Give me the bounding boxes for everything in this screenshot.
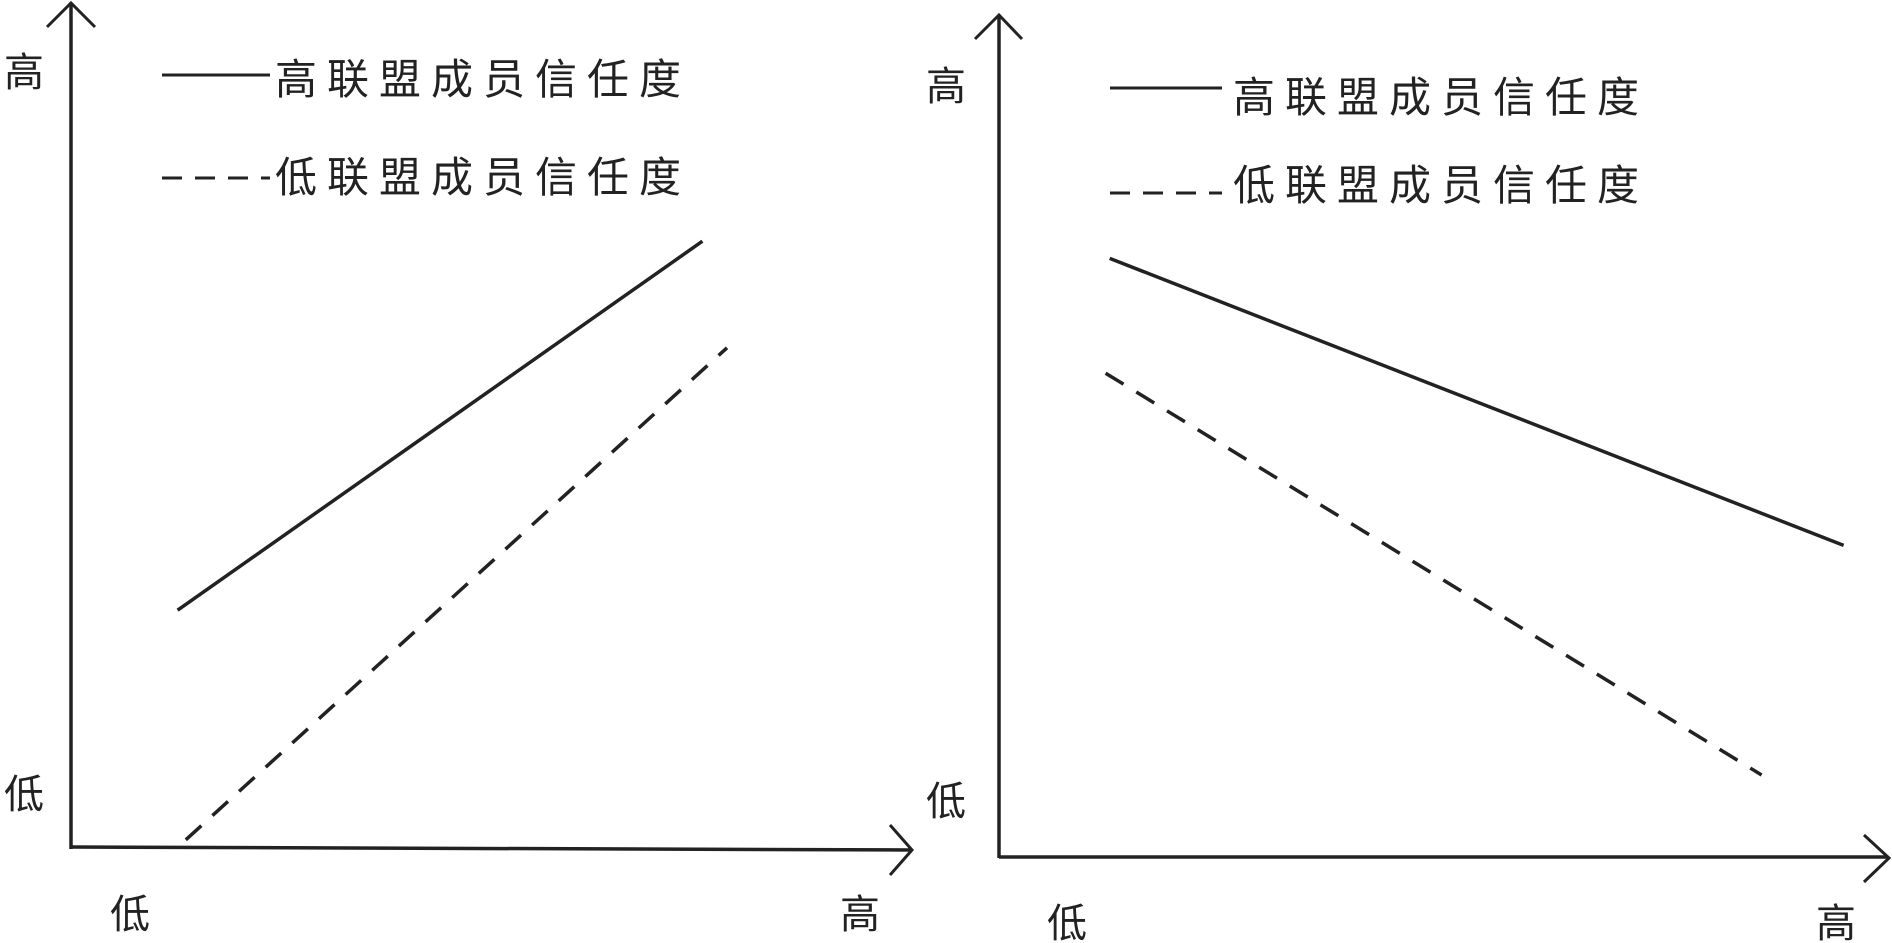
right-x-tick-high: 高 bbox=[1816, 901, 1856, 943]
left-y-axis-arrow bbox=[45, 0, 97, 29]
right-x-tick-low: 低 bbox=[1047, 901, 1087, 943]
left-legend-solid-label: 高联盟成员信任度 bbox=[275, 55, 691, 104]
right-y-tick-high: 高 bbox=[926, 64, 966, 110]
right-legend-dashed-label: 低联盟成员信任度 bbox=[1233, 161, 1649, 210]
right-y-tick-low: 低 bbox=[926, 779, 966, 825]
left-x-tick-high: 高 bbox=[840, 892, 880, 938]
left-panel: 高 低 低 高 高联盟成员信任度 低联盟成员信任度 bbox=[4, 0, 914, 938]
right-y-axis-arrow bbox=[973, 12, 1024, 41]
left-plot-lines bbox=[176, 239, 729, 842]
left-y-tick-low: 低 bbox=[4, 772, 44, 818]
right-panel: 高 低 低 高 高联盟成员信任度 低联盟成员信任度 bbox=[926, 12, 1892, 943]
right-x-axis-arrow bbox=[1862, 833, 1892, 884]
left-series-high-trust-line bbox=[176, 239, 704, 612]
left-x-axis bbox=[70, 845, 912, 852]
left-series-low-trust-line bbox=[184, 346, 729, 842]
left-x-axis-arrow bbox=[888, 824, 914, 876]
right-series-high-trust-line bbox=[1109, 256, 1845, 548]
left-y-tick-high: 高 bbox=[4, 50, 44, 96]
left-x-tick-low: 低 bbox=[110, 892, 150, 938]
right-plot-lines bbox=[1104, 256, 1845, 777]
left-legend-dashed-label: 低联盟成员信任度 bbox=[275, 153, 691, 202]
right-series-low-trust-line bbox=[1104, 371, 1763, 777]
right-legend-solid-label: 高联盟成员信任度 bbox=[1233, 73, 1649, 122]
